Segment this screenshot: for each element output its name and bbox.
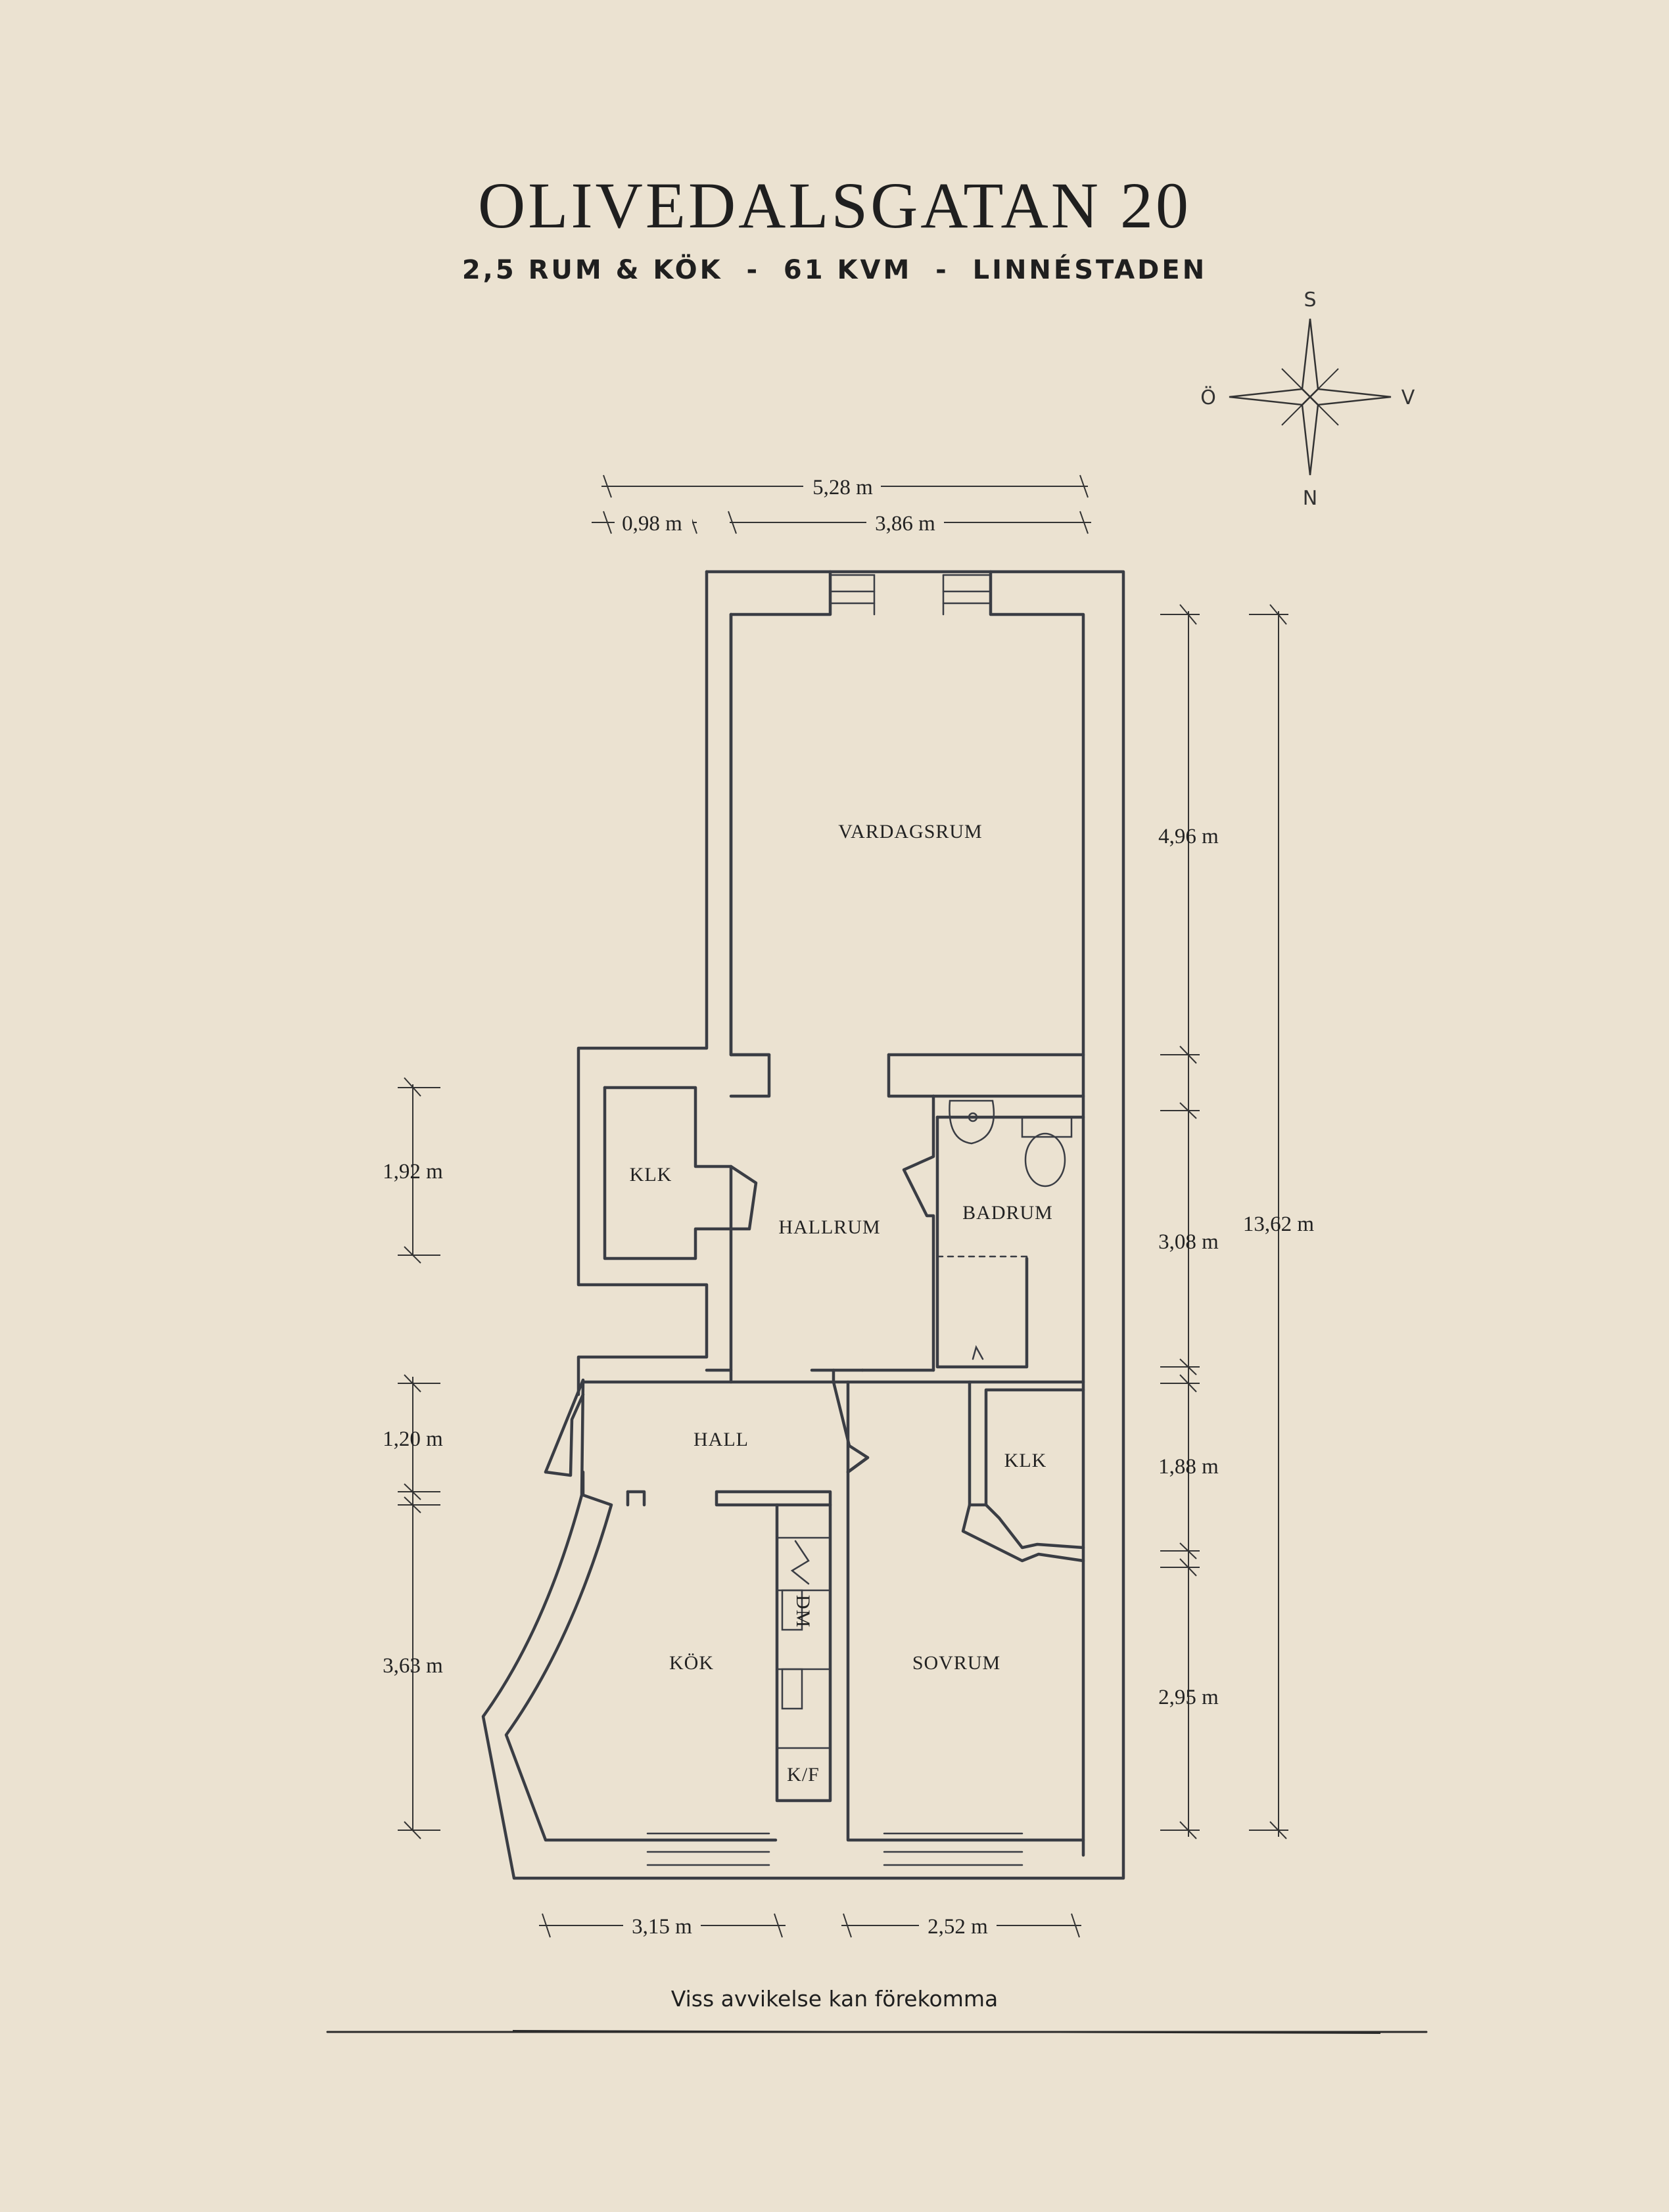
dim-right-vardagsrum: 4,96 m <box>1158 825 1219 848</box>
dim-right-klk: 1,88 m <box>1158 1455 1219 1479</box>
dim-right-badrum: 3,08 m <box>1158 1230 1219 1254</box>
compass-label-east: Ö <box>1200 386 1216 409</box>
cabinet-label-kf: K/F <box>787 1764 820 1786</box>
dim-left-kok: 3,63 m <box>383 1654 443 1678</box>
disclaimer-text: Viss avvikelse kan förekomma <box>670 1986 999 2012</box>
dimension-lines <box>398 474 1288 1938</box>
dim-left-klk: 1,92 m <box>383 1160 443 1184</box>
dim-bottom-right: 2,52 m <box>928 1915 988 1939</box>
dimension-labels: 5,28 m 0,98 m 3,86 m 4,96 m 3,08 m 1,88 … <box>383 473 1314 1939</box>
compass-label-north: N <box>1303 487 1317 510</box>
toilet-bowl-icon <box>1024 1132 1066 1187</box>
page-title: OLIVEDALSGATAN 20 <box>478 169 1191 242</box>
room-label-vardagsrum: VARDAGSRUM <box>838 821 983 842</box>
room-label-klk-right: KLK <box>1004 1450 1047 1471</box>
bathroom-fixtures <box>949 1099 1073 1360</box>
dim-left-hall: 1,20 m <box>383 1427 443 1451</box>
dim-top-total: 5,28 m <box>812 476 873 499</box>
sink-icon <box>949 1099 995 1145</box>
room-label-hall: HALL <box>693 1429 749 1450</box>
page-subtitle: 2,5 RUM & KÖK - 61 KVM - LINNÉSTADEN <box>461 255 1208 285</box>
toilet-tank-icon <box>1021 1116 1073 1138</box>
room-label-sovrum: SOVRUM <box>912 1652 1000 1674</box>
room-label-hallrum: HALLRUM <box>778 1216 880 1238</box>
compass-rose: S Ö V N <box>1200 288 1415 510</box>
footer-rule-accent <box>512 2030 1381 2034</box>
dim-bottom-left: 3,15 m <box>632 1915 692 1939</box>
dim-right-total: 13,62 m <box>1243 1212 1315 1236</box>
room-label-kok: KÖK <box>669 1652 714 1674</box>
walls <box>481 570 1125 1880</box>
cabinet-label-dm: DM <box>792 1595 814 1628</box>
shower-icon <box>972 1345 984 1360</box>
dim-right-sovrum: 2,95 m <box>1158 1686 1219 1709</box>
dim-top-right: 3,86 m <box>875 512 935 536</box>
room-label-klk-left: KLK <box>630 1164 672 1186</box>
compass-label-south: S <box>1304 288 1316 311</box>
room-labels: VARDAGSRUM KLK HALLRUM BADRUM HALL KLK K… <box>630 821 1053 1786</box>
room-label-badrum: BADRUM <box>962 1202 1053 1224</box>
dim-top-left: 0,98 m <box>622 512 682 536</box>
compass-label-west: V <box>1401 386 1415 409</box>
